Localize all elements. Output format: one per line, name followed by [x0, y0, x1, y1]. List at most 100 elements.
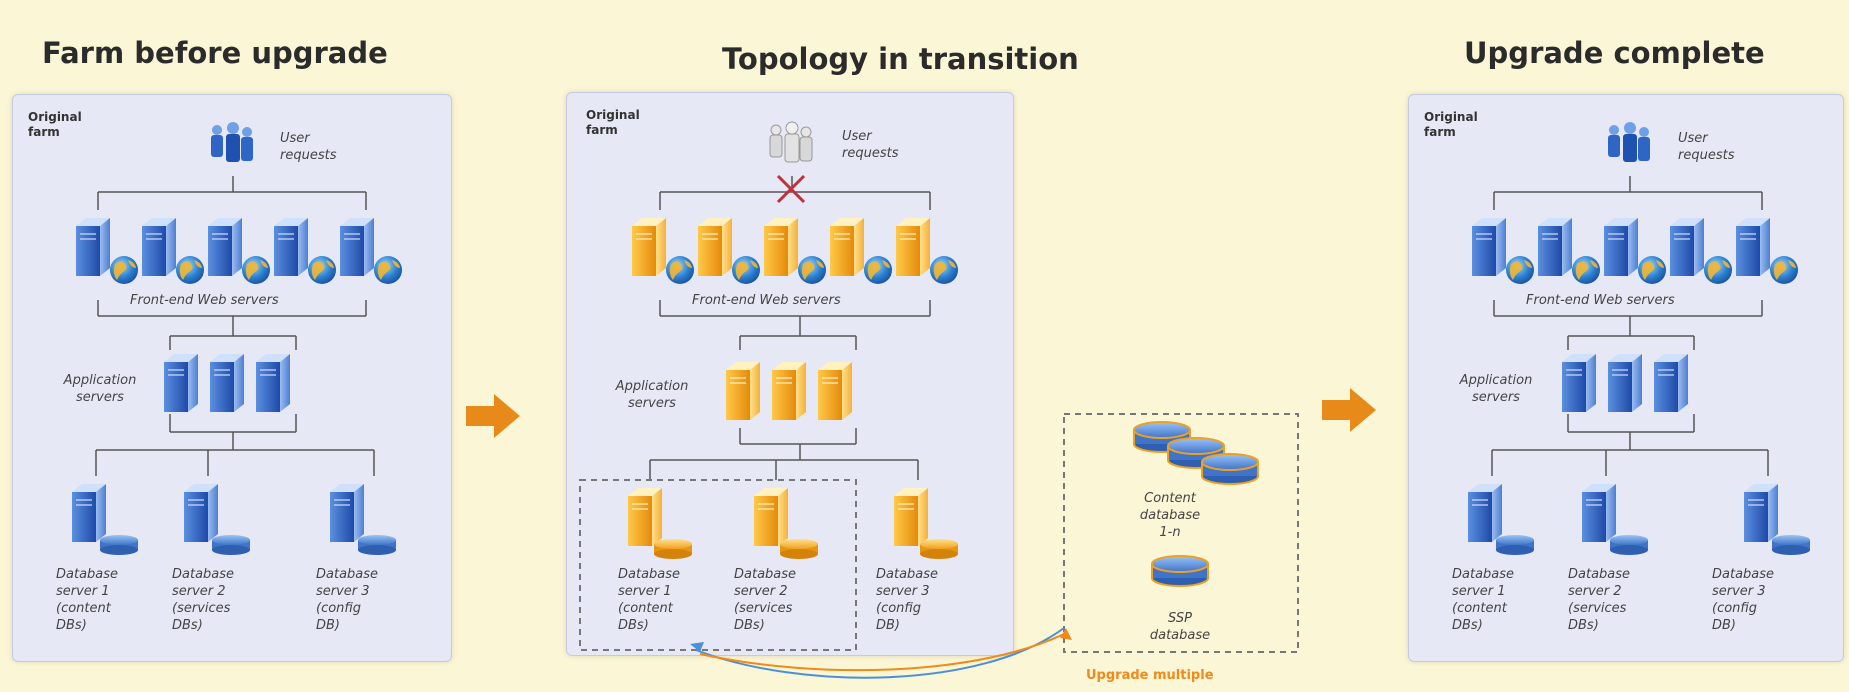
application-servers-label-before: Application servers: [40, 372, 160, 406]
db2-label-before: Database server 2 (services DBs): [172, 566, 234, 634]
front-end-web-servers-complete: [1471, 217, 1798, 284]
front-end-web-servers-before: [75, 217, 402, 284]
label-line: DBs): [1568, 618, 1599, 633]
label-line: Database: [876, 567, 939, 582]
globe-icon: [1770, 256, 1798, 284]
ssp-database-disk-icon: [1151, 555, 1209, 587]
application-servers-label-complete: Application servers: [1436, 372, 1556, 406]
web-server-icon: [697, 217, 733, 277]
web-server-icon: [763, 217, 799, 277]
farm-label-line: Original: [28, 110, 82, 124]
label-line: (content: [56, 601, 111, 616]
database-server-icon: [627, 487, 663, 547]
label-line: (config: [876, 601, 922, 616]
database-server-icon: [183, 483, 219, 543]
label-line: servers: [76, 390, 124, 405]
label-line: Database: [316, 567, 379, 582]
label-line: (services: [734, 601, 793, 616]
web-server-icon: [1603, 217, 1639, 277]
label-line: servers: [1472, 390, 1520, 405]
application-servers-complete: [1561, 353, 1689, 413]
globe-icon: [110, 256, 138, 284]
database-disk-icon: [212, 535, 250, 555]
globe-icon: [1572, 256, 1600, 284]
label-line: Database: [56, 567, 119, 582]
title-topology-in-transition: Topology in transition: [722, 42, 1079, 76]
globe-icon: [798, 256, 826, 284]
farm-label-transition: Original farm: [586, 108, 640, 138]
label-line: DBs): [618, 618, 649, 633]
label-line: requests: [1678, 148, 1735, 163]
farm-label-complete: Original farm: [1424, 110, 1478, 140]
label-line: server 2: [734, 584, 788, 599]
label-line: server 3: [876, 584, 930, 599]
web-server-icon: [1669, 217, 1705, 277]
content-database-disk-icon: [1201, 453, 1259, 485]
title-upgrade-complete: Upgrade complete: [1464, 36, 1765, 70]
block-x-icon: [776, 174, 806, 204]
label-line: server 2: [1568, 584, 1622, 599]
web-server-icon: [631, 217, 667, 277]
label-line: server 3: [1712, 584, 1766, 599]
label-line: Content: [1144, 491, 1196, 506]
transition-arrow-icon: [466, 394, 520, 438]
transition-diagram: [649, 176, 931, 480]
label-line: Application: [63, 373, 137, 388]
complete-diagram: [1491, 176, 1769, 476]
label-line: (config: [316, 601, 362, 616]
database-disk-icon: [100, 535, 138, 555]
globe-icon: [308, 256, 336, 284]
globe-icon: [666, 256, 694, 284]
label-line: Database: [172, 567, 235, 582]
user-requests-icon: [769, 121, 813, 163]
label-line: (config: [1712, 601, 1758, 616]
label-line: DB): [316, 618, 341, 633]
upgrade-group-box: [579, 479, 857, 651]
farm-label-line: Original: [1424, 110, 1478, 124]
farm-label-line: farm: [586, 123, 618, 137]
farm-label-before: Original farm: [28, 110, 82, 140]
web-server-icon: [1537, 217, 1573, 277]
db3-label-before: Database server 3 (config DB): [316, 566, 378, 634]
user-requests-label-before: User requests: [280, 130, 336, 164]
app-server-icon: [725, 361, 761, 421]
upgrade-multiple-caption: Upgrade multiple: [1086, 668, 1214, 683]
label-line: Database: [618, 567, 681, 582]
label-line: User: [842, 129, 872, 144]
front-end-label-complete: Front-end Web servers: [1526, 293, 1675, 308]
database-disk-icon: [654, 539, 692, 559]
label-line: (content: [618, 601, 673, 616]
db1-label-complete: Database server 1 (content DBs): [1452, 566, 1514, 634]
label-line: Database: [734, 567, 797, 582]
database-server-icon: [329, 483, 365, 543]
database-disk-icon: [920, 539, 958, 559]
content-database-label: Content database 1-n: [1120, 490, 1220, 541]
database-disk-icon: [1610, 535, 1648, 555]
database-servers-complete: [1467, 483, 1810, 555]
web-server-icon: [141, 217, 177, 277]
globe-icon: [930, 256, 958, 284]
farm-label-line: Original: [586, 108, 640, 122]
db1-label-before: Database server 1 (content DBs): [56, 566, 118, 634]
label-line: DBs): [734, 618, 765, 633]
database-disk-icon: [780, 539, 818, 559]
ssp-database-label: SSP database: [1130, 610, 1230, 644]
label-line: DBs): [172, 618, 203, 633]
label-line: server 1: [618, 584, 672, 599]
farm-label-line: farm: [1424, 125, 1456, 139]
label-line: Database: [1568, 567, 1631, 582]
database-server-icon: [1581, 483, 1617, 543]
label-line: server 2: [172, 584, 226, 599]
web-server-icon: [339, 217, 375, 277]
app-server-icon: [817, 361, 853, 421]
label-line: DB): [876, 618, 901, 633]
label-line: DBs): [56, 618, 87, 633]
web-server-icon: [273, 217, 309, 277]
database-server-icon: [1467, 483, 1503, 543]
app-server-icon: [771, 361, 807, 421]
label-line: (services: [1568, 601, 1627, 616]
label-line: Application: [1459, 373, 1533, 388]
application-servers-transition: [725, 361, 853, 421]
database-servers-before: [71, 483, 396, 555]
